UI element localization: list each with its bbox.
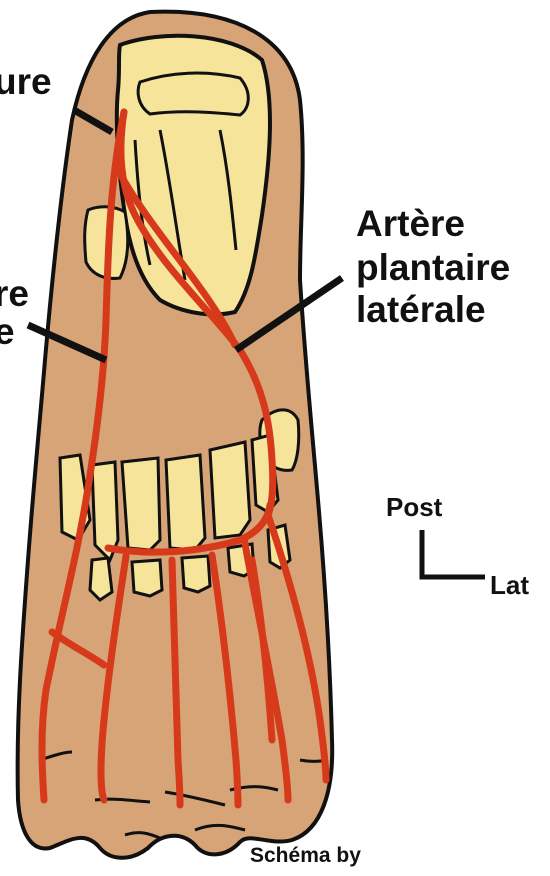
- lateral-plantar-artery-label-line1: Artère: [356, 203, 465, 244]
- medial-label-fragment: ure: [0, 61, 52, 102]
- orientation-lateral-label: Lat: [490, 570, 529, 600]
- lateral-plantar-artery-label-line2: plantaire: [356, 247, 510, 288]
- metatarsal-base: [132, 560, 162, 596]
- credit-text: Schéma by: [250, 844, 361, 867]
- medial-label-fragment: e: [0, 311, 15, 352]
- metatarsal-bone: [166, 455, 205, 550]
- talus-bone: [138, 73, 248, 115]
- metatarsal-base: [90, 558, 112, 600]
- metatarsal-base: [182, 556, 210, 592]
- lateral-plantar-artery-label-line3: latérale: [356, 289, 486, 330]
- orientation-posterior-label: Post: [386, 492, 443, 522]
- medial-label-fragment: re: [0, 273, 29, 314]
- metatarsal-bone: [210, 442, 250, 538]
- orientation-axes: [422, 530, 485, 577]
- metatarsal-bone: [122, 458, 160, 550]
- metatarsal-bone: [92, 462, 118, 560]
